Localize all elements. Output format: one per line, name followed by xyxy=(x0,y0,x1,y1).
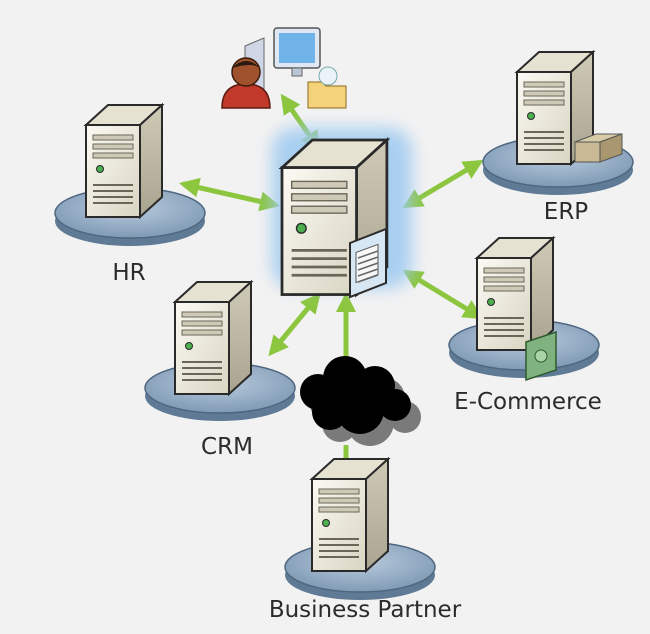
business-partner-node: Business Partner xyxy=(269,458,462,623)
hub-server-icon xyxy=(272,128,412,299)
document-panel-icon xyxy=(349,227,387,299)
ecommerce-label: E-Commerce xyxy=(454,389,602,415)
money-icon xyxy=(525,330,557,382)
erp-node: ERP xyxy=(482,51,634,225)
package-icon xyxy=(574,133,623,163)
arrow-crm-hub xyxy=(268,292,321,357)
hr-label: HR xyxy=(112,260,145,286)
hr-node: HR xyxy=(54,104,206,286)
crm-node: CRM xyxy=(144,281,296,460)
ecommerce-node: E-Commerce xyxy=(448,237,602,415)
business-partner-label: Business Partner xyxy=(269,597,462,623)
arrow-hr-hub xyxy=(179,177,280,212)
erp-label: ERP xyxy=(544,199,589,225)
arrow-ecommerce-hub xyxy=(402,269,484,320)
crm-label: CRM xyxy=(201,434,253,460)
cloud-icon xyxy=(300,356,421,446)
user-workstation-icon xyxy=(221,27,347,109)
arrow-erp-hub xyxy=(402,159,484,209)
